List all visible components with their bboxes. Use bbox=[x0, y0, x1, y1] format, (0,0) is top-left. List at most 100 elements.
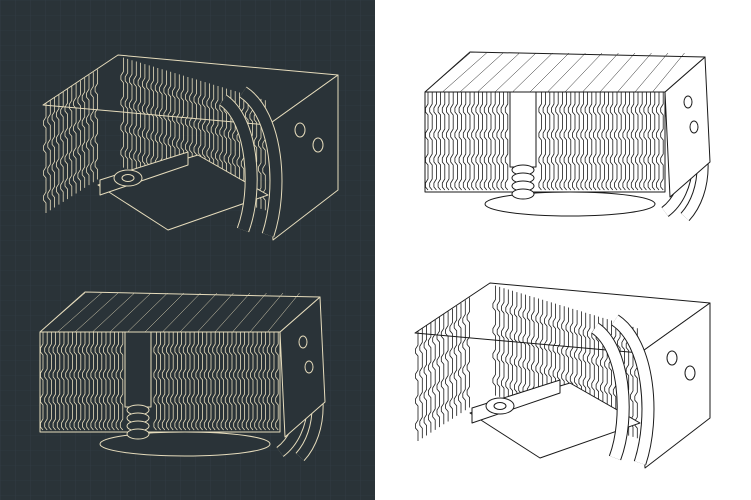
fin bbox=[458, 92, 462, 191]
top-fin-edge bbox=[652, 52, 685, 93]
top-fin-edge bbox=[74, 292, 119, 333]
fin bbox=[98, 332, 103, 431]
fin bbox=[157, 332, 161, 431]
fin bbox=[275, 332, 279, 431]
fin bbox=[423, 325, 427, 436]
front-face bbox=[39, 331, 281, 433]
fin bbox=[77, 80, 81, 191]
fin bbox=[64, 89, 68, 200]
fin bbox=[237, 332, 241, 431]
fin bbox=[133, 61, 137, 172]
mount-hole bbox=[683, 95, 693, 109]
fin bbox=[178, 332, 182, 431]
fin bbox=[626, 92, 630, 191]
fin bbox=[52, 332, 56, 431]
fin bbox=[174, 332, 178, 431]
fin bbox=[90, 332, 94, 431]
fin bbox=[453, 305, 458, 416]
fin bbox=[69, 332, 73, 431]
fin bbox=[65, 332, 69, 431]
fin bbox=[504, 92, 509, 191]
fin bbox=[597, 92, 601, 191]
fin bbox=[199, 332, 203, 431]
fin bbox=[94, 69, 98, 180]
spring-coil bbox=[511, 188, 535, 200]
mount-hole bbox=[666, 350, 678, 366]
fin bbox=[429, 92, 433, 191]
fin bbox=[572, 92, 576, 191]
heatpipe-inner bbox=[239, 87, 282, 237]
mount-screw-head bbox=[121, 174, 135, 182]
fin bbox=[120, 57, 124, 168]
fin bbox=[258, 332, 262, 431]
top-fin-edge bbox=[162, 292, 201, 333]
fin bbox=[254, 332, 258, 431]
fin bbox=[462, 92, 467, 191]
mount-hole bbox=[304, 360, 314, 374]
fin bbox=[212, 332, 216, 431]
fin bbox=[514, 292, 518, 403]
fin bbox=[154, 67, 159, 178]
fin bbox=[433, 92, 437, 191]
fin bbox=[142, 64, 146, 175]
fin bbox=[580, 92, 584, 191]
fin bbox=[576, 92, 580, 191]
fin bbox=[492, 92, 496, 191]
top-fin-edge bbox=[547, 52, 586, 93]
fin bbox=[588, 92, 593, 191]
top-fin-edge bbox=[582, 52, 619, 93]
top-fin-edge bbox=[599, 52, 636, 93]
fin bbox=[208, 332, 212, 431]
top-fin-edge bbox=[57, 292, 102, 333]
fin bbox=[593, 92, 597, 191]
fin bbox=[518, 293, 522, 404]
fin bbox=[467, 92, 471, 191]
fin bbox=[501, 288, 505, 399]
fin bbox=[500, 92, 504, 191]
fin bbox=[233, 332, 237, 431]
fin bbox=[40, 332, 44, 431]
cooler-bottom-view-blueprint bbox=[42, 54, 339, 241]
top-fin-edge bbox=[39, 292, 86, 333]
fin bbox=[94, 332, 98, 431]
fin bbox=[153, 332, 157, 431]
fin bbox=[220, 332, 224, 431]
fin bbox=[496, 92, 500, 191]
fin bbox=[250, 332, 254, 431]
fin bbox=[86, 332, 90, 431]
top-fin-edge bbox=[459, 52, 504, 93]
fin bbox=[166, 332, 170, 431]
fin bbox=[81, 77, 86, 188]
base-plate bbox=[484, 191, 656, 217]
fin bbox=[60, 91, 64, 202]
fin bbox=[454, 92, 458, 191]
fin bbox=[488, 92, 492, 191]
fin bbox=[266, 332, 271, 431]
top-fin-edge bbox=[512, 52, 553, 93]
fin bbox=[639, 92, 643, 191]
heatpipe-inner bbox=[219, 95, 257, 232]
fin bbox=[137, 62, 141, 173]
fin bbox=[73, 83, 77, 194]
fin bbox=[432, 319, 436, 430]
cooler-front-view-blueprint bbox=[39, 291, 326, 462]
fin bbox=[216, 332, 220, 431]
fin bbox=[437, 92, 441, 191]
fin bbox=[241, 332, 245, 431]
fin bbox=[567, 92, 572, 191]
fin bbox=[68, 86, 73, 197]
fin bbox=[546, 92, 551, 191]
fin bbox=[43, 103, 47, 214]
top-fin-edge bbox=[232, 292, 267, 333]
fin bbox=[77, 332, 82, 431]
cooler-bottom-view-lineart bbox=[414, 282, 711, 469]
fin bbox=[82, 332, 86, 431]
top-fin-edge bbox=[494, 52, 537, 93]
fin bbox=[47, 100, 51, 211]
fin bbox=[61, 332, 65, 431]
fin bbox=[146, 65, 150, 176]
fin bbox=[559, 92, 563, 191]
fin bbox=[605, 92, 609, 191]
fin bbox=[643, 92, 647, 191]
fin bbox=[630, 92, 635, 191]
